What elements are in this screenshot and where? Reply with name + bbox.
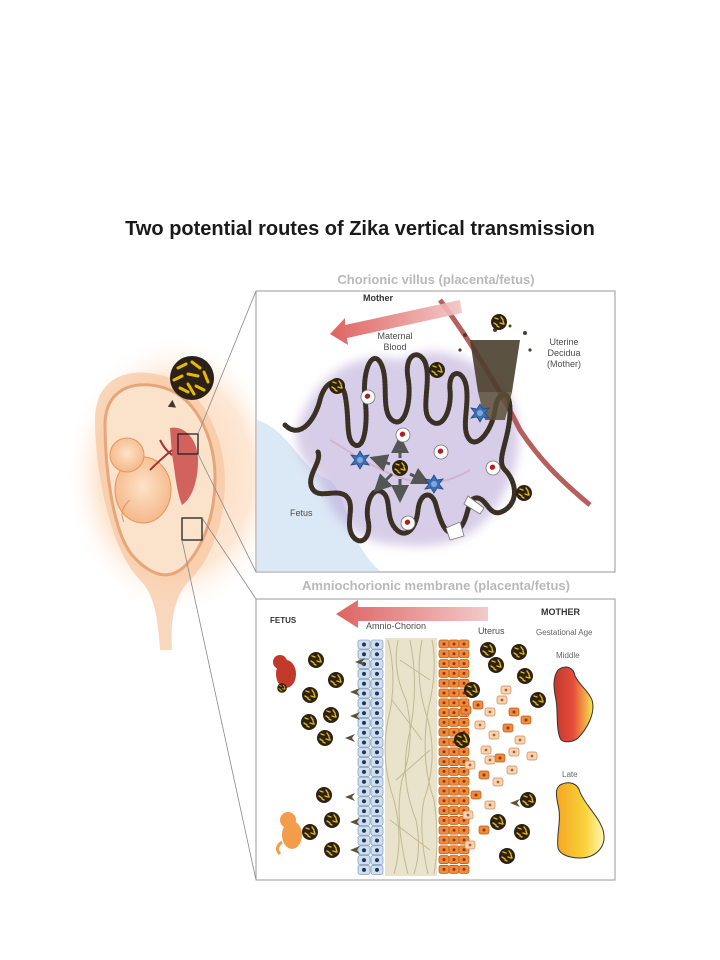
transmission-arrow-maternal bbox=[330, 300, 462, 345]
membrane-zoom-box bbox=[181, 517, 203, 541]
villus-section-title: Chorionic villus (placenta/fetus) bbox=[337, 272, 535, 287]
chorion-layer bbox=[384, 638, 438, 876]
gestational-age-label: Gestational Age bbox=[536, 628, 593, 637]
figure-title: Two potential routes of Zika vertical tr… bbox=[125, 218, 595, 240]
pregnancy-illustration bbox=[65, 290, 285, 881]
late-age-label: Late bbox=[562, 770, 578, 779]
fetus-side-label: FETUS bbox=[270, 616, 297, 625]
uterine-decidua-label: Uterine Decidua (Mother) bbox=[546, 337, 581, 369]
mother-label: Mother bbox=[363, 293, 393, 303]
mother-side-label: MOTHER bbox=[541, 607, 580, 617]
middle-age-label: Middle bbox=[556, 651, 580, 660]
uterus-icon bbox=[555, 782, 605, 859]
maternal-blood-label: Maternal Blood bbox=[377, 331, 413, 352]
fetus-icon bbox=[273, 655, 296, 694]
transmission-arrow-membrane bbox=[336, 600, 488, 628]
villus-zoom-box bbox=[177, 433, 199, 455]
fetus-label: Fetus bbox=[290, 508, 313, 518]
zika-virion-icon bbox=[170, 356, 214, 400]
fetus-icon bbox=[275, 812, 302, 856]
membrane-section-title: Amniochorionic membrane (placenta/fetus) bbox=[302, 578, 570, 593]
amnion-cell-layer bbox=[357, 639, 384, 875]
amnio-chorion-label: Amnio-Chorion bbox=[366, 621, 427, 631]
direction-arrows bbox=[345, 658, 520, 854]
villus-panel bbox=[255, 290, 616, 573]
trophoblast-column bbox=[458, 324, 532, 420]
uterus-label: Uterus bbox=[478, 626, 505, 636]
membrane-panel bbox=[255, 598, 616, 881]
uterus-icon bbox=[553, 666, 594, 743]
fetus-icon bbox=[109, 437, 172, 524]
